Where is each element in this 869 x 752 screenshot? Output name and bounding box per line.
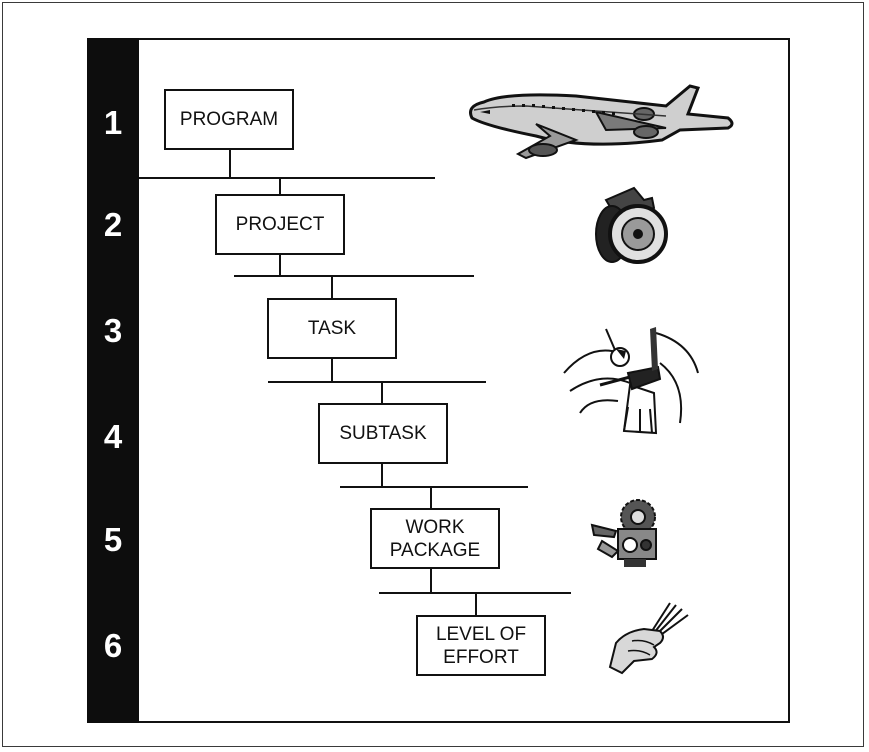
- landing-gear-icon: [595, 186, 668, 264]
- connector-line: [331, 358, 333, 382]
- connector-line: [475, 592, 477, 616]
- machinery-icon: [590, 499, 657, 567]
- project-box: PROJECT: [215, 194, 345, 255]
- connector-line: [139, 177, 435, 179]
- level-of-effort-box: LEVEL OF EFFORT: [416, 615, 546, 676]
- level-number-1: 1: [103, 104, 123, 141]
- connector-line: [229, 149, 231, 178]
- connector-line: [331, 275, 333, 299]
- level-number-4: 4: [103, 418, 123, 455]
- subtask-box: SUBTASK: [318, 403, 448, 464]
- level-number-3: 3: [103, 312, 123, 349]
- level-number-2: 2: [103, 206, 123, 243]
- connector-line: [279, 177, 281, 195]
- program-box: PROGRAM: [164, 89, 294, 150]
- connector-line: [234, 275, 474, 277]
- connector-line: [430, 568, 432, 593]
- worker-icon: [563, 327, 699, 435]
- airplane-icon: [469, 84, 734, 160]
- connector-line: [340, 486, 528, 488]
- connector-line: [268, 381, 486, 383]
- connector-line: [430, 486, 432, 509]
- connector-line: [381, 381, 383, 404]
- connector-line: [279, 254, 281, 276]
- work-package-box: WORK PACKAGE: [370, 508, 500, 569]
- hand-wires-icon: [608, 602, 689, 675]
- level-bar: [87, 38, 139, 723]
- connector-line: [381, 463, 383, 487]
- task-box: TASK: [267, 298, 397, 359]
- level-number-5: 5: [103, 521, 123, 558]
- level-number-6: 6: [103, 627, 123, 664]
